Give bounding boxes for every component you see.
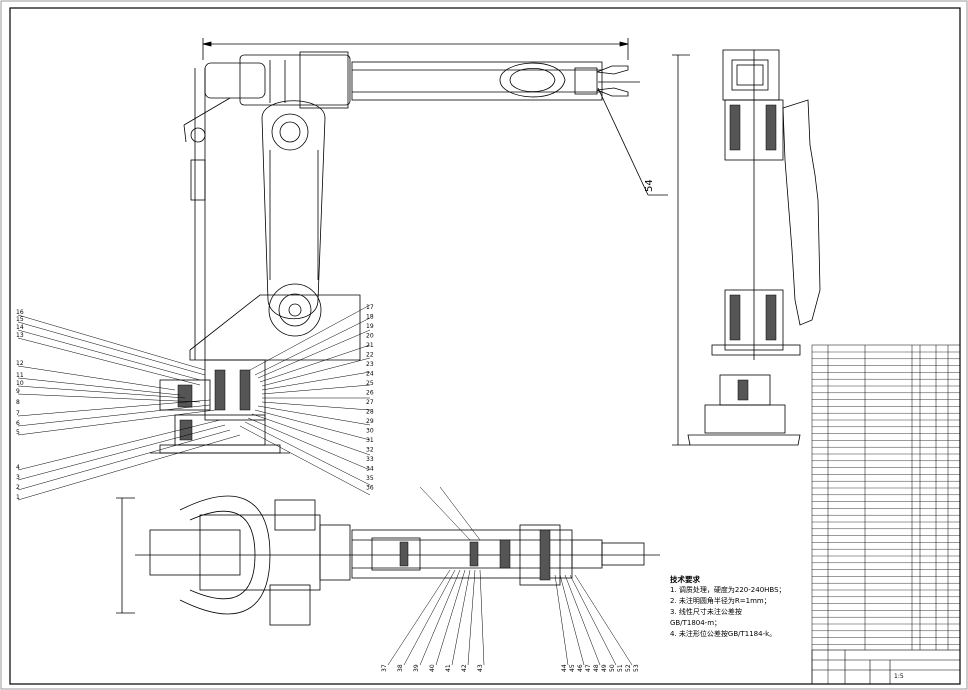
technical-requirements-title: 技术要求 [670, 575, 700, 584]
inner-frame [9, 7, 961, 685]
balloon-bottom-40: 40 [429, 664, 436, 672]
balloon-right-28: 28 [366, 409, 374, 416]
parts-list-rows [812, 351, 960, 645]
top-sections [399, 529, 551, 581]
balloon-bottom-47: 47 [585, 664, 592, 672]
balloon-left-3: 3 [16, 474, 20, 481]
leaders-left [17, 314, 241, 501]
balloon-left-16: 16 [16, 309, 24, 316]
front-view [150, 38, 668, 454]
side-view [672, 49, 821, 446]
balloon-left-9: 9 [16, 388, 20, 395]
balloon-left-7: 7 [16, 410, 20, 417]
scale-value: 1:5 [894, 673, 904, 680]
balloon-left-5: 5 [16, 429, 20, 436]
balloon-left-11: 11 [16, 372, 24, 379]
top-view [116, 495, 660, 626]
callout-54: 54 [644, 179, 655, 192]
parts-list [811, 344, 961, 685]
balloon-left-8: 8 [16, 399, 20, 406]
balloon-right-19: 19 [366, 323, 374, 330]
balloon-left-4: 4 [16, 464, 20, 471]
balloon-right-33: 33 [366, 456, 374, 463]
balloon-group-right: 17 18 19 20 21 22 23 24 25 26 27 28 29 30 31 32 33 34 35 36 [366, 304, 374, 492]
balloon-left-12: 12 [16, 360, 24, 367]
balloon-bottom-48: 48 [593, 664, 600, 672]
balloon-bottom-52: 52 [625, 664, 632, 672]
leaders-bottom [387, 486, 633, 666]
balloon-right-35: 35 [366, 475, 374, 482]
balloon-right-36: 36 [366, 485, 374, 492]
balloon-left-10: 10 [16, 380, 24, 387]
technical-requirement-2: 2. 未注明圆角半径为R=1mm； [670, 597, 771, 605]
balloon-right-24: 24 [366, 371, 374, 378]
balloon-right-29: 29 [366, 418, 374, 425]
technical-requirement-1: 1. 调质处理，硬度为220-240HBS； [670, 586, 786, 594]
balloon-right-34: 34 [366, 466, 374, 473]
balloon-bottom-45: 45 [569, 664, 576, 672]
balloon-bottom-53: 53 [633, 664, 640, 672]
balloon-bottom-44: 44 [561, 664, 568, 672]
balloon-bottom-42: 42 [461, 664, 468, 672]
balloon-bottom-50: 50 [609, 664, 616, 672]
balloon-right-30: 30 [366, 428, 374, 435]
balloon-left-15: 15 [16, 316, 24, 323]
balloon-left-13: 13 [16, 332, 24, 339]
balloon-left-1: 1 [16, 494, 20, 501]
balloon-right-22: 22 [366, 352, 374, 359]
balloon-bottom-49: 49 [601, 664, 608, 672]
balloon-right-17: 17 [366, 304, 374, 311]
balloon-bottom-41: 41 [445, 664, 452, 672]
balloon-right-26: 26 [366, 390, 374, 397]
balloon-bottom-37: 37 [381, 664, 388, 672]
balloon-right-25: 25 [366, 380, 374, 387]
balloon-right-31: 31 [366, 437, 374, 444]
balloon-right-27: 27 [366, 399, 374, 406]
balloon-left-14: 14 [16, 324, 24, 331]
front-sections [177, 369, 251, 441]
balloon-bottom-38: 38 [397, 664, 404, 672]
balloon-bottom-39: 39 [413, 664, 420, 672]
balloon-right-20: 20 [366, 333, 374, 340]
leaders-right [239, 304, 371, 496]
balloon-right-21: 21 [366, 342, 374, 349]
technical-requirement-3b: GB/T1804-m； [670, 619, 722, 627]
balloon-bottom-43: 43 [477, 664, 484, 672]
balloon-bottom-51: 51 [617, 664, 624, 672]
balloon-left-2: 2 [16, 484, 20, 491]
title-block [811, 649, 961, 685]
side-sections [729, 104, 777, 401]
balloon-bottom-46: 46 [577, 664, 584, 672]
balloon-right-18: 18 [366, 314, 374, 321]
technical-requirements: 技术要求 1. 调质处理，硬度为220-240HBS； 2. 未注明圆角半径为R… [670, 574, 810, 640]
balloon-left-6: 6 [16, 420, 20, 427]
technical-requirement-4: 4. 未注形位公差按GB/T1184-k。 [670, 630, 777, 638]
balloon-right-32: 32 [366, 447, 374, 454]
technical-requirement-3: 3. 线性尺寸未注公差按 [670, 608, 742, 616]
balloon-right-23: 23 [366, 361, 374, 368]
